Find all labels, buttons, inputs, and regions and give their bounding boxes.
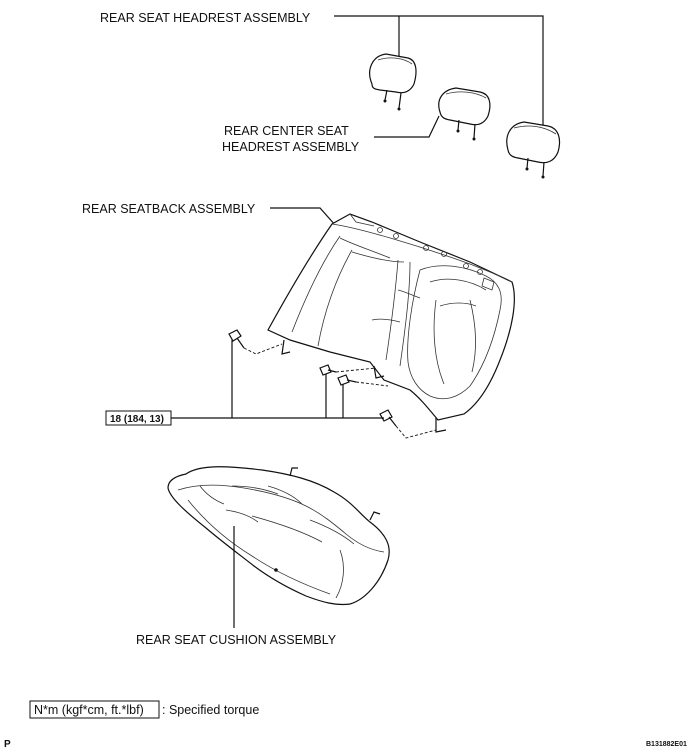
bolt-2 [319, 364, 377, 376]
bolt-1 [228, 329, 283, 355]
rear-seatback-assembly [267, 213, 515, 433]
rear-seat-headrest-right [506, 121, 561, 179]
rear-seatback-label: REAR SEATBACK ASSEMBLY [82, 202, 256, 216]
figure-code: B131882E01 [646, 741, 687, 748]
rear-center-headrest-label-line1: REAR CENTER SEAT [224, 124, 349, 138]
bolt-4 [379, 409, 437, 439]
rear-seat-cushion-assembly [167, 466, 390, 606]
torque-unit-legend: N*m (kgf*cm, ft.*lbf) [34, 703, 144, 717]
rear-center-seat-headrest [438, 87, 491, 141]
torque-unit-legend-box [29, 700, 160, 719]
headrest-leader-line [334, 15, 544, 126]
torque-leader-lines [171, 340, 384, 419]
rear-seat-cushion-label: REAR SEAT CUSHION ASSEMBLY [136, 633, 337, 647]
rear-seat-headrest-label: REAR SEAT HEADREST ASSEMBLY [100, 11, 311, 25]
seatback-leader-line [270, 207, 337, 227]
footer-left-mark: P [4, 739, 11, 750]
center-headrest-leader-line [374, 115, 440, 138]
bolt-3 [337, 374, 389, 387]
torque-value: 18 (184, 13) [110, 414, 164, 425]
specified-torque-legend: : Specified torque [162, 703, 259, 717]
rear-seat-headrest-left [369, 53, 417, 111]
rear-center-headrest-label-line2: HEADREST ASSEMBLY [222, 140, 360, 154]
torque-value-box [105, 410, 172, 426]
